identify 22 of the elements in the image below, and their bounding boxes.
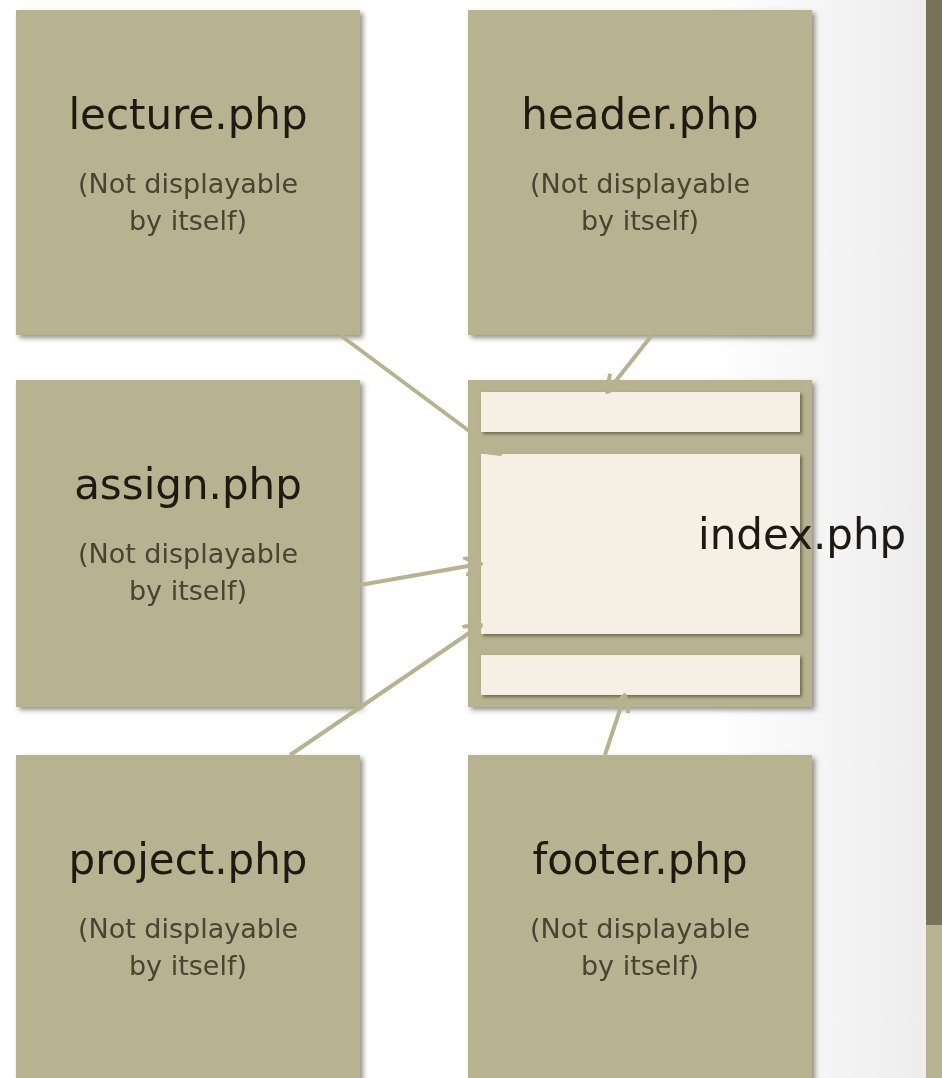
file-note: (Not displayable by itself) [76, 167, 300, 238]
file-name: project.php [68, 837, 308, 884]
content-slot [481, 392, 800, 432]
arrow [289, 623, 483, 757]
file-note: (Not displayable by itself) [76, 537, 300, 608]
file-name: footer.php [532, 837, 748, 884]
content-slot [481, 655, 800, 695]
file-note: (Not displayable by itself) [528, 167, 752, 238]
file-box [468, 755, 812, 1078]
arrow [605, 333, 654, 394]
arrow [603, 693, 631, 756]
file-note: (Not displayable by itself) [76, 912, 300, 983]
arrow [359, 556, 483, 587]
arrow [338, 333, 503, 456]
file-name: lecture.php [68, 92, 308, 139]
file-name: header.php [521, 92, 759, 139]
file-note: (Not displayable by itself) [528, 912, 752, 983]
file-box [16, 380, 360, 707]
file-name: assign.php [74, 462, 302, 509]
file-box [16, 10, 360, 335]
file-box [16, 755, 360, 1078]
file-box [468, 10, 812, 335]
